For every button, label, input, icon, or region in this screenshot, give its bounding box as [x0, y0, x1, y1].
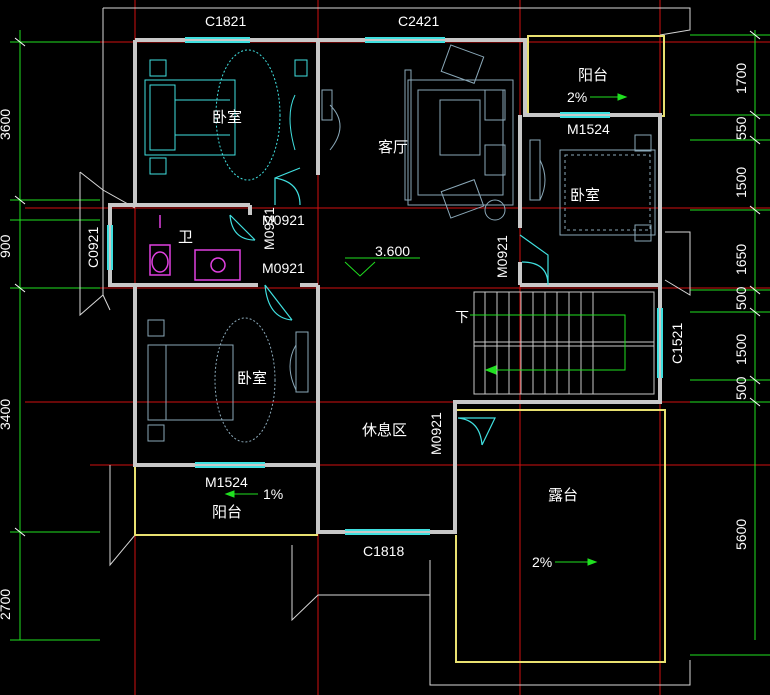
room-label-balcony-s: 阳台: [212, 503, 242, 521]
sofa-set-icon: [321, 44, 514, 221]
dim-left-2700: 2700: [0, 589, 13, 620]
window-c0921-label: C0921: [85, 227, 101, 268]
dim-right-500b: 500: [733, 376, 749, 400]
room-label-bedroom-e: 卧室: [570, 186, 600, 204]
level-marker-icon: [344, 257, 420, 277]
dim-right-1700: 1700: [733, 63, 749, 94]
window-c1821-label: C1821: [205, 13, 246, 29]
dimension-lines: [10, 30, 770, 656]
roof-outline: [79, 7, 691, 686]
stair-arrow: [470, 314, 626, 375]
window-c2421-label: C2421: [398, 13, 439, 29]
dim-left-900: 900: [0, 234, 13, 258]
dim-left-3400: 3400: [0, 399, 13, 430]
dim-right-5600: 5600: [733, 519, 749, 550]
room-label-living: 客厅: [378, 138, 408, 156]
bed-e-icon: [529, 134, 656, 242]
bed-nw-icon: [144, 49, 308, 181]
room-label-bathroom: 卫: [178, 228, 193, 246]
window-c1521-label: C1521: [669, 323, 685, 364]
door-m0921-bedroom-label: M0921: [262, 212, 305, 228]
slope-label-terrace: 2%: [532, 554, 552, 570]
dim-right-1500b: 1500: [733, 334, 749, 365]
dimension-ticks: [14, 30, 761, 537]
dim-right-1650: 1650: [733, 244, 749, 275]
slope-arrows: [224, 93, 628, 566]
dim-right-500a: 500: [733, 286, 749, 310]
door-m1524-s-label: M1524: [205, 474, 248, 490]
dim-right-1500a: 1500: [733, 167, 749, 198]
room-label-bedroom-sw: 卧室: [237, 369, 267, 387]
room-label-terrace: 露台: [548, 486, 578, 504]
door-m0921-vertical-label: M0921: [261, 207, 277, 250]
door-m0921-bedroom-e-label: M0921: [494, 235, 510, 278]
door-m1524-ne-label: M1524: [567, 121, 610, 137]
window-c1818-label: C1818: [363, 543, 404, 559]
staircase: [473, 291, 655, 395]
door-swings: [229, 167, 549, 446]
dim-right-550: 550: [733, 116, 749, 140]
floor-level-label: 3.600: [375, 243, 410, 259]
room-label-lounge: 休息区: [362, 421, 407, 439]
door-m0921-terrace-label: M0921: [428, 412, 444, 455]
room-label-bedroom-nw: 卧室: [212, 108, 242, 126]
bathroom-fixtures-icon: [149, 215, 241, 281]
walls: [108, 38, 662, 534]
windows: [107, 37, 663, 535]
slope-label-balcony-s: 1%: [263, 486, 283, 502]
stair-down-label: 下: [455, 309, 469, 325]
bed-sw-icon: [147, 317, 309, 443]
dim-left-3600: 3600: [0, 109, 13, 140]
room-label-balcony-ne: 阳台: [578, 66, 608, 84]
slope-label-balcony-ne: 2%: [567, 89, 587, 105]
door-m0921-bath-label: M0921: [262, 260, 305, 276]
